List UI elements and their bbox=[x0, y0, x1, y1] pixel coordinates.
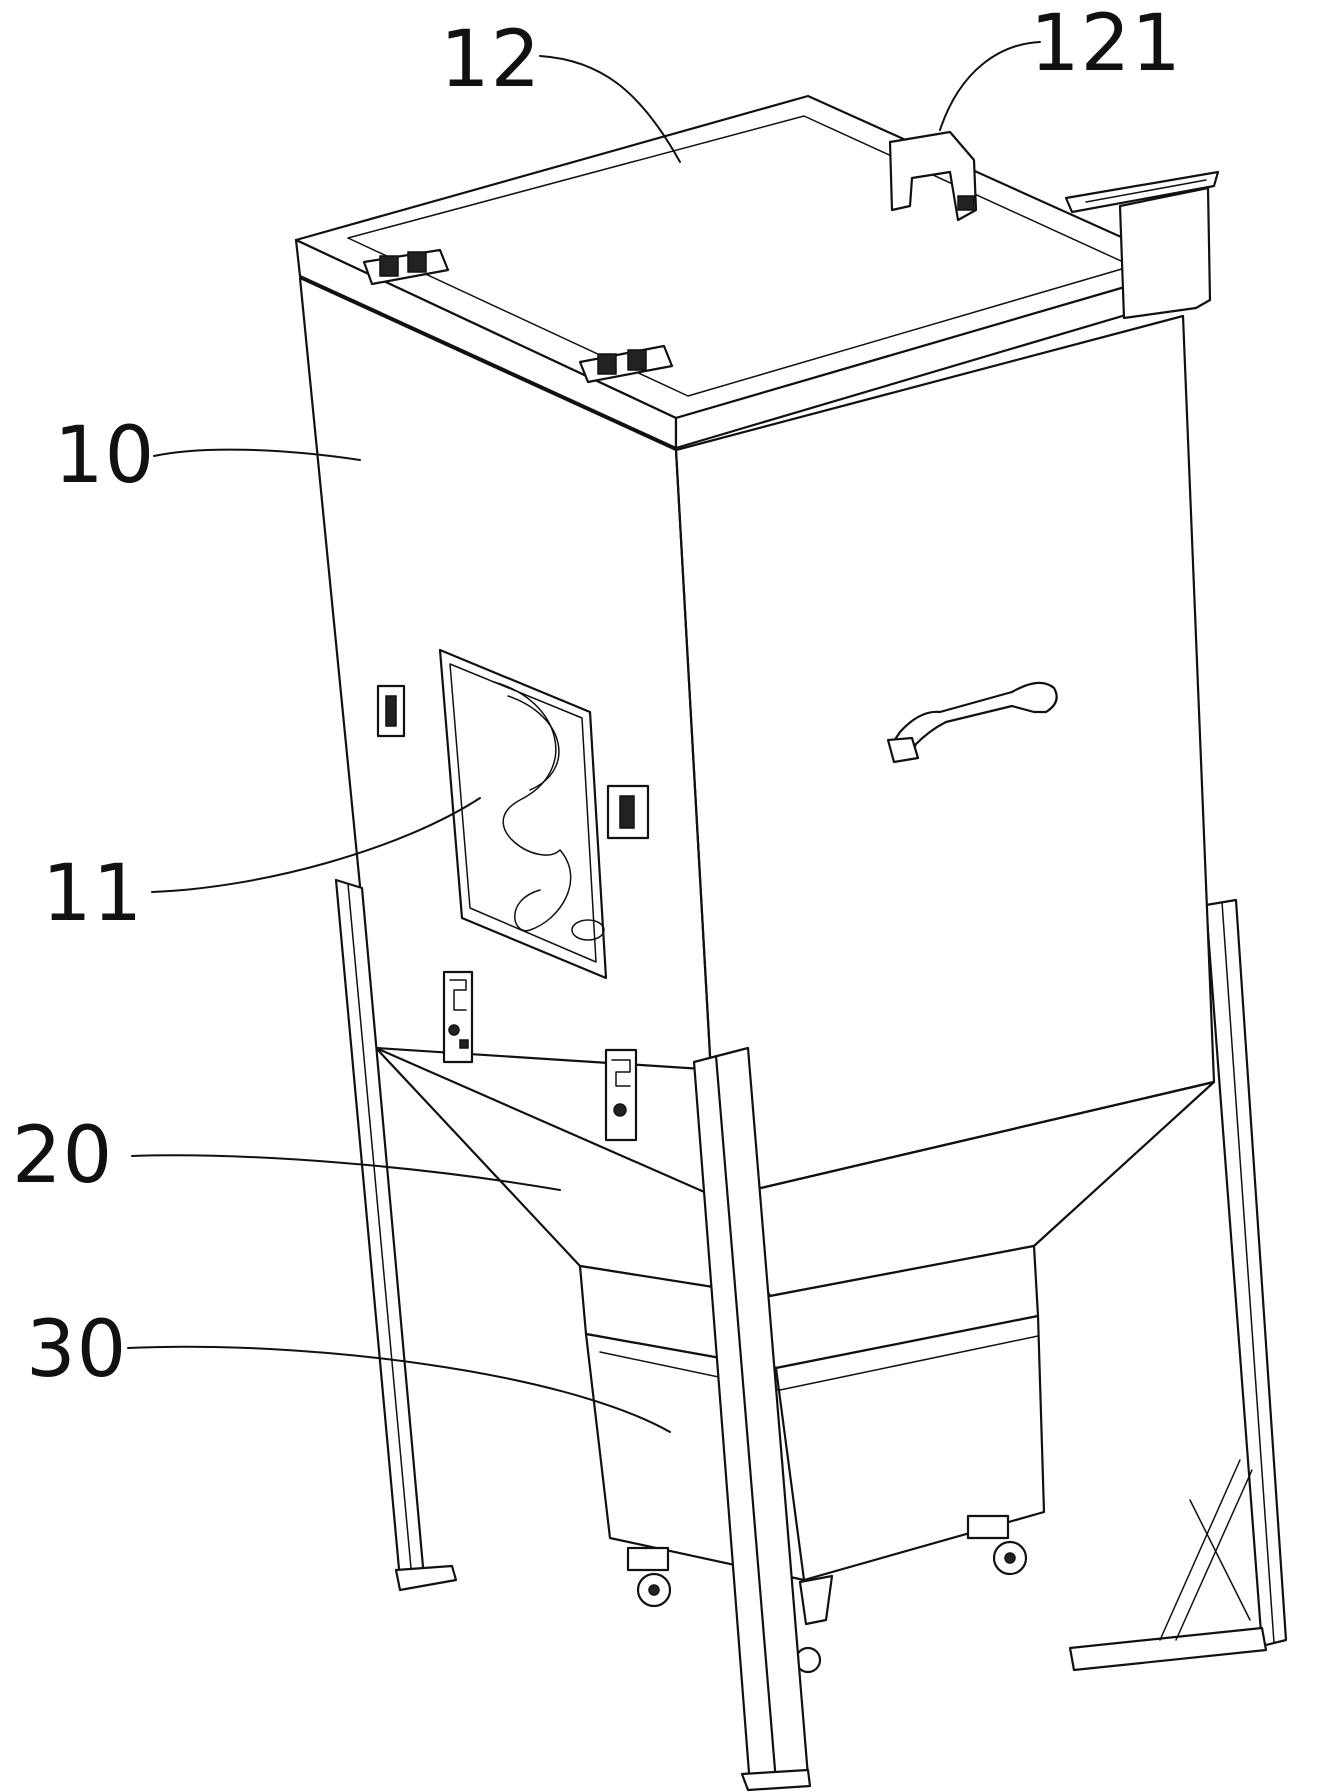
label-20: 20 bbox=[12, 1111, 113, 1201]
caster-wheel-icon bbox=[794, 1574, 834, 1674]
feed-chute bbox=[1064, 170, 1220, 320]
caster-wheel-icon bbox=[966, 1514, 1028, 1576]
label-30: 30 bbox=[26, 1305, 127, 1395]
hinge-icon bbox=[578, 344, 674, 384]
hinge-icon bbox=[362, 248, 450, 286]
observation-window bbox=[438, 648, 608, 980]
leader-line-12 bbox=[539, 55, 681, 163]
front-leg-left bbox=[334, 878, 458, 1592]
leader-line-11 bbox=[151, 797, 481, 893]
clasp-icon bbox=[442, 970, 474, 1064]
cabinet-body bbox=[298, 276, 1216, 1200]
leader-line-10 bbox=[153, 448, 361, 461]
latch-icon bbox=[606, 784, 650, 840]
caster-wheel-icon bbox=[626, 1546, 672, 1608]
leader-line-20 bbox=[131, 1154, 561, 1191]
collection-bin bbox=[584, 1314, 1046, 1582]
rear-leg-right bbox=[1068, 898, 1288, 1672]
label-10: 10 bbox=[54, 411, 155, 501]
latch-icon bbox=[376, 684, 406, 738]
leader-line-121 bbox=[939, 41, 1041, 131]
front-leg-center bbox=[692, 1046, 812, 1792]
label-12: 12 bbox=[440, 15, 541, 105]
leader-line-30 bbox=[127, 1345, 671, 1433]
side-handle-icon bbox=[886, 681, 1058, 764]
label-11: 11 bbox=[42, 849, 143, 939]
clasp-icon bbox=[604, 1048, 638, 1142]
label-121: 121 bbox=[1030, 0, 1182, 89]
lid-handle-icon bbox=[888, 130, 978, 222]
